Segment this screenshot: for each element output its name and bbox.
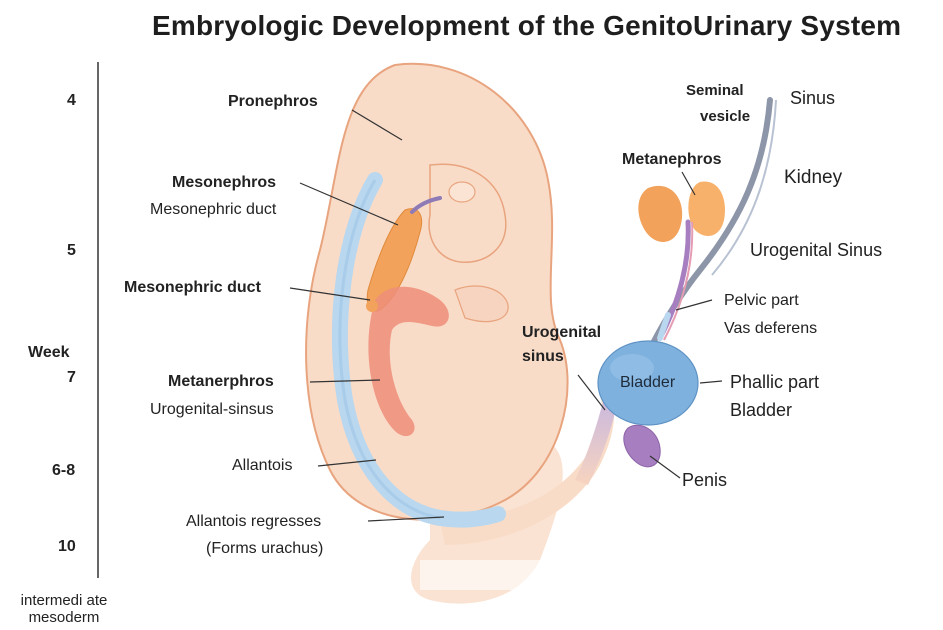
label-urogenital-sinsus: Urogenital-sinsus: [150, 400, 274, 419]
label-forms-urachus: (Forms urachus): [206, 539, 323, 558]
label-pelvic-part: Pelvic part: [724, 291, 799, 310]
note-line-2: mesoderm: [4, 609, 124, 626]
label-kidney: Kidney: [784, 167, 842, 190]
label-phallic-part: Phallic part: [730, 372, 819, 394]
leader-phallic-part: [700, 381, 722, 383]
label-bladder-outer: Bladder: [730, 400, 792, 422]
label-metanephros: Metanephros: [622, 150, 722, 169]
label-vesicle: vesicle: [700, 108, 750, 126]
label-urogenital-sinus-right: Urogenital Sinus: [750, 240, 882, 262]
week-tick-10: 10: [58, 538, 76, 556]
label-mesonephric-duct: Mesonephric duct: [124, 278, 261, 297]
label-vas-deferens: Vas deferens: [724, 319, 817, 338]
leader-penis: [650, 456, 680, 478]
week-tick-4: 4: [67, 92, 76, 110]
label-urogenital-left-1: Urogenital: [522, 323, 601, 342]
week-axis-label: Week: [28, 344, 70, 362]
week-tick-7: 7: [67, 369, 76, 387]
label-allantois: Allantois: [232, 456, 292, 475]
label-sinus: Sinus: [790, 88, 835, 110]
label-pronephros: Pronephros: [228, 92, 318, 111]
label-bladder-inner: Bladder: [620, 374, 675, 392]
label-mesonephric-duct-sub: Mesonephric duct: [150, 200, 276, 219]
metanephros-right-kidney: [688, 182, 725, 236]
label-metanerphros: Metanerphros: [168, 372, 274, 391]
penis-shape: [624, 425, 660, 467]
week-tick-6-8: 6-8: [52, 462, 75, 480]
bottom-mist: [420, 560, 680, 590]
diagram-title: Embryologic Development of the GenitoUri…: [152, 10, 901, 42]
mesonephric-duct-node: [366, 300, 378, 312]
label-seminal: Seminal: [686, 82, 744, 100]
metanephros-left-kidney: [638, 186, 682, 242]
label-urogenital-left-2: sinus: [522, 347, 564, 366]
label-allantois-regresses: Allantois regresses: [186, 512, 321, 531]
label-penis: Penis: [682, 470, 727, 492]
label-mesonephros: Mesonephros: [172, 173, 276, 192]
note-line-1: intermedi ate: [4, 592, 124, 609]
intermediate-mesoderm-note: intermedi ate mesoderm: [4, 592, 124, 627]
leader-metanephros: [682, 172, 695, 195]
otic-bump: [449, 182, 475, 202]
week-tick-5: 5: [67, 242, 76, 260]
